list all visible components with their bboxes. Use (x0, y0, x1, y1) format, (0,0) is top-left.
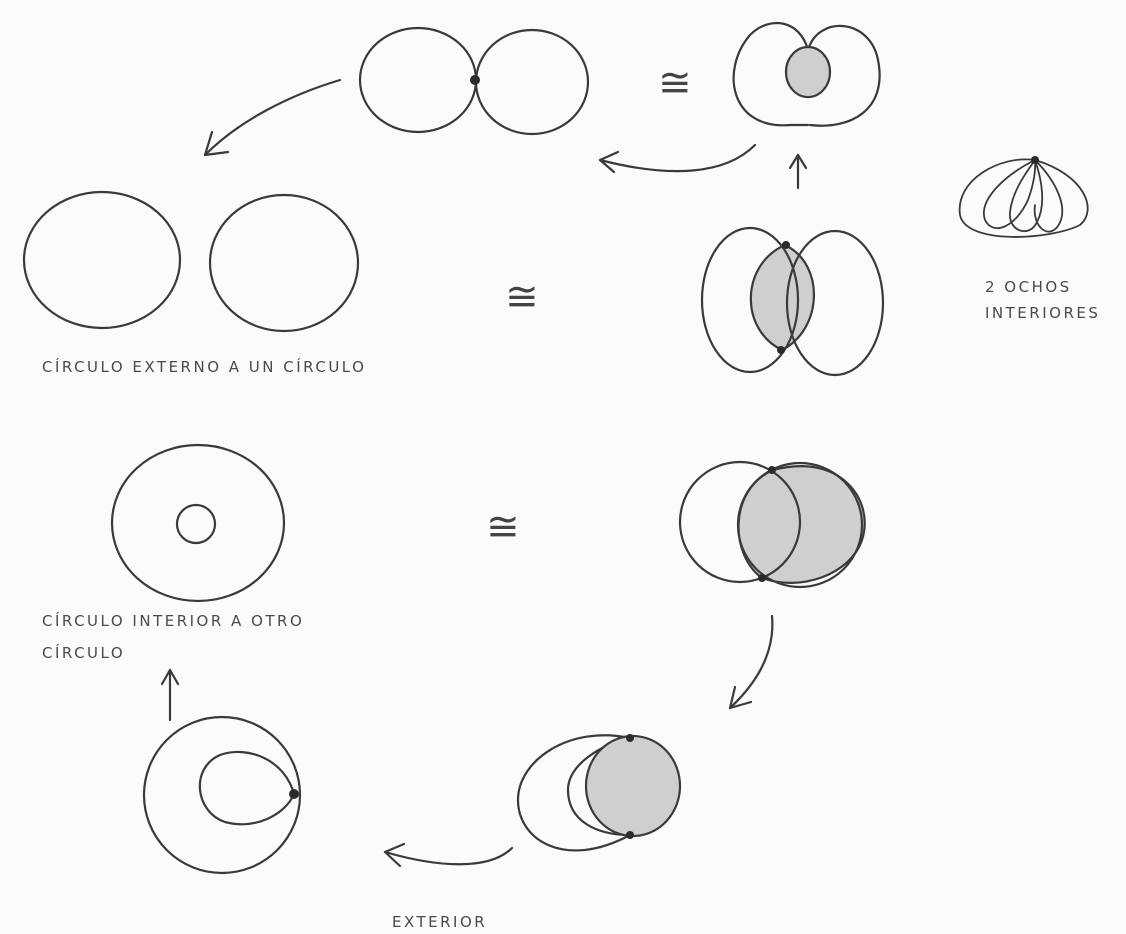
label-exterior: EXTERIOR (392, 913, 487, 931)
figure-eight-with-disc (732, 21, 881, 127)
label-circulo-externo: CÍRCULO EXTERNO A UN CÍRCULO (42, 357, 366, 376)
label-circulo-interior-2: CÍRCULO (42, 643, 125, 662)
circle-interior-to-circle (110, 443, 286, 603)
label-circulo-interior-1: CÍRCULO INTERIOR A OTRO (42, 611, 304, 630)
arrow-eight-to-separate (203, 78, 342, 157)
figure-eight-tangent (358, 26, 590, 136)
circle-with-interior-tangent-loop (142, 715, 302, 875)
congruent-symbol-top: ≅ (658, 60, 692, 106)
overlapping-circles-shaded-lens (700, 226, 885, 377)
label-two-eights-2: INTERIORES (985, 304, 1100, 322)
arrow-nested-to-loop (383, 842, 514, 868)
arrow-up-to-disc-eight (788, 153, 808, 190)
overlapping-circles-shaded-crescent (678, 460, 866, 589)
label-two-eights-1: 2 OCHOS (985, 278, 1072, 296)
arrow-up-to-concentric (160, 668, 180, 722)
congruent-symbol-middle: ≅ (505, 274, 539, 320)
arrow-disc-to-tangent (598, 143, 757, 174)
two-interior-eights (958, 156, 1089, 238)
arrow-crescent-down (728, 614, 774, 710)
two-separate-circles (22, 190, 360, 333)
nested-circles-shaded-disc (516, 734, 682, 852)
congruent-symbol-bottom: ≅ (486, 504, 520, 550)
